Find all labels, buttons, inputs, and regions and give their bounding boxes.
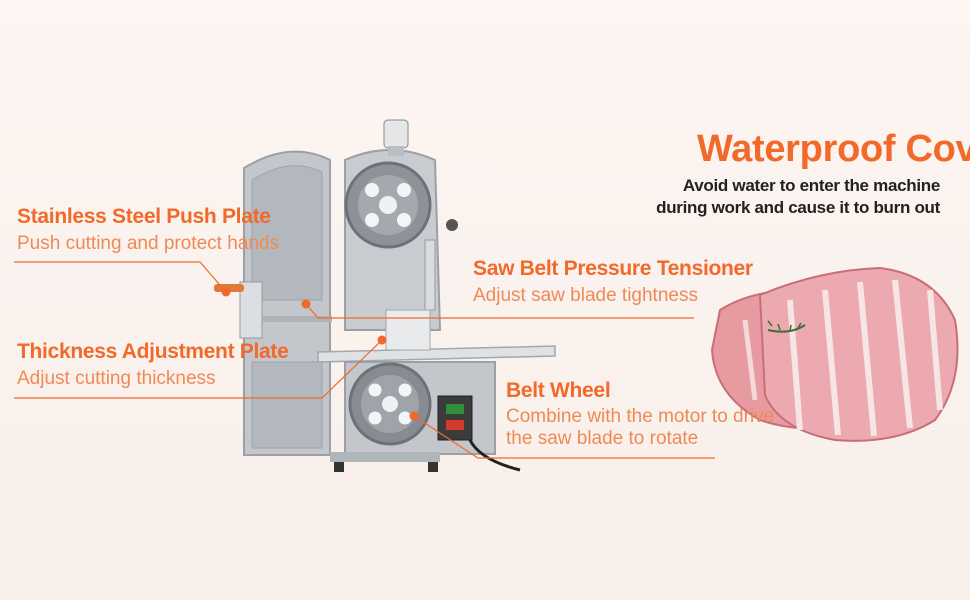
callout-dots — [221, 287, 419, 421]
tensioner-title: Saw Belt Pressure Tensioner — [473, 257, 753, 280]
push-plate-title: Stainless Steel Push Plate — [17, 205, 271, 228]
switch-box — [437, 395, 473, 441]
dot-thickness — [377, 335, 387, 345]
push-plate — [239, 281, 263, 339]
thickness-plate-desc: Adjust cutting thickness — [17, 368, 216, 389]
belt-wheel-desc-line2: the saw blade to rotate — [506, 428, 699, 449]
tension-knob — [383, 119, 409, 149]
upper-wheel — [344, 161, 432, 249]
waterproof-cover-title: Waterproof Cover — [697, 128, 970, 170]
leader-thickness — [14, 339, 383, 399]
dot-push-plate — [221, 287, 231, 297]
waterproof-desc-line2: during work and cause it to burn out — [656, 198, 940, 217]
belt-wheel-title: Belt Wheel — [506, 379, 611, 402]
dot-tensioner — [301, 299, 311, 309]
push-plate-desc: Push cutting and protect hands — [17, 233, 279, 254]
work-table — [317, 345, 556, 363]
pork-ribs-image — [710, 266, 959, 442]
belt-wheel — [348, 362, 432, 446]
leader-belt-wheel — [413, 415, 715, 459]
tensioner-desc: Adjust saw blade tightness — [473, 285, 698, 306]
bone-saw-machine-image — [214, 119, 556, 472]
belt-wheel-desc-line1: Combine with the motor to drive — [506, 406, 775, 427]
leader-lines — [14, 261, 715, 459]
leader-tensioner — [305, 303, 694, 319]
dot-belt-wheel — [409, 411, 419, 421]
thickness-plate — [385, 309, 431, 351]
waterproof-desc-line1: Avoid water to enter the machine — [682, 176, 940, 195]
leader-push-plate — [14, 261, 227, 293]
thickness-plate-title: Thickness Adjustment Plate — [17, 340, 289, 363]
